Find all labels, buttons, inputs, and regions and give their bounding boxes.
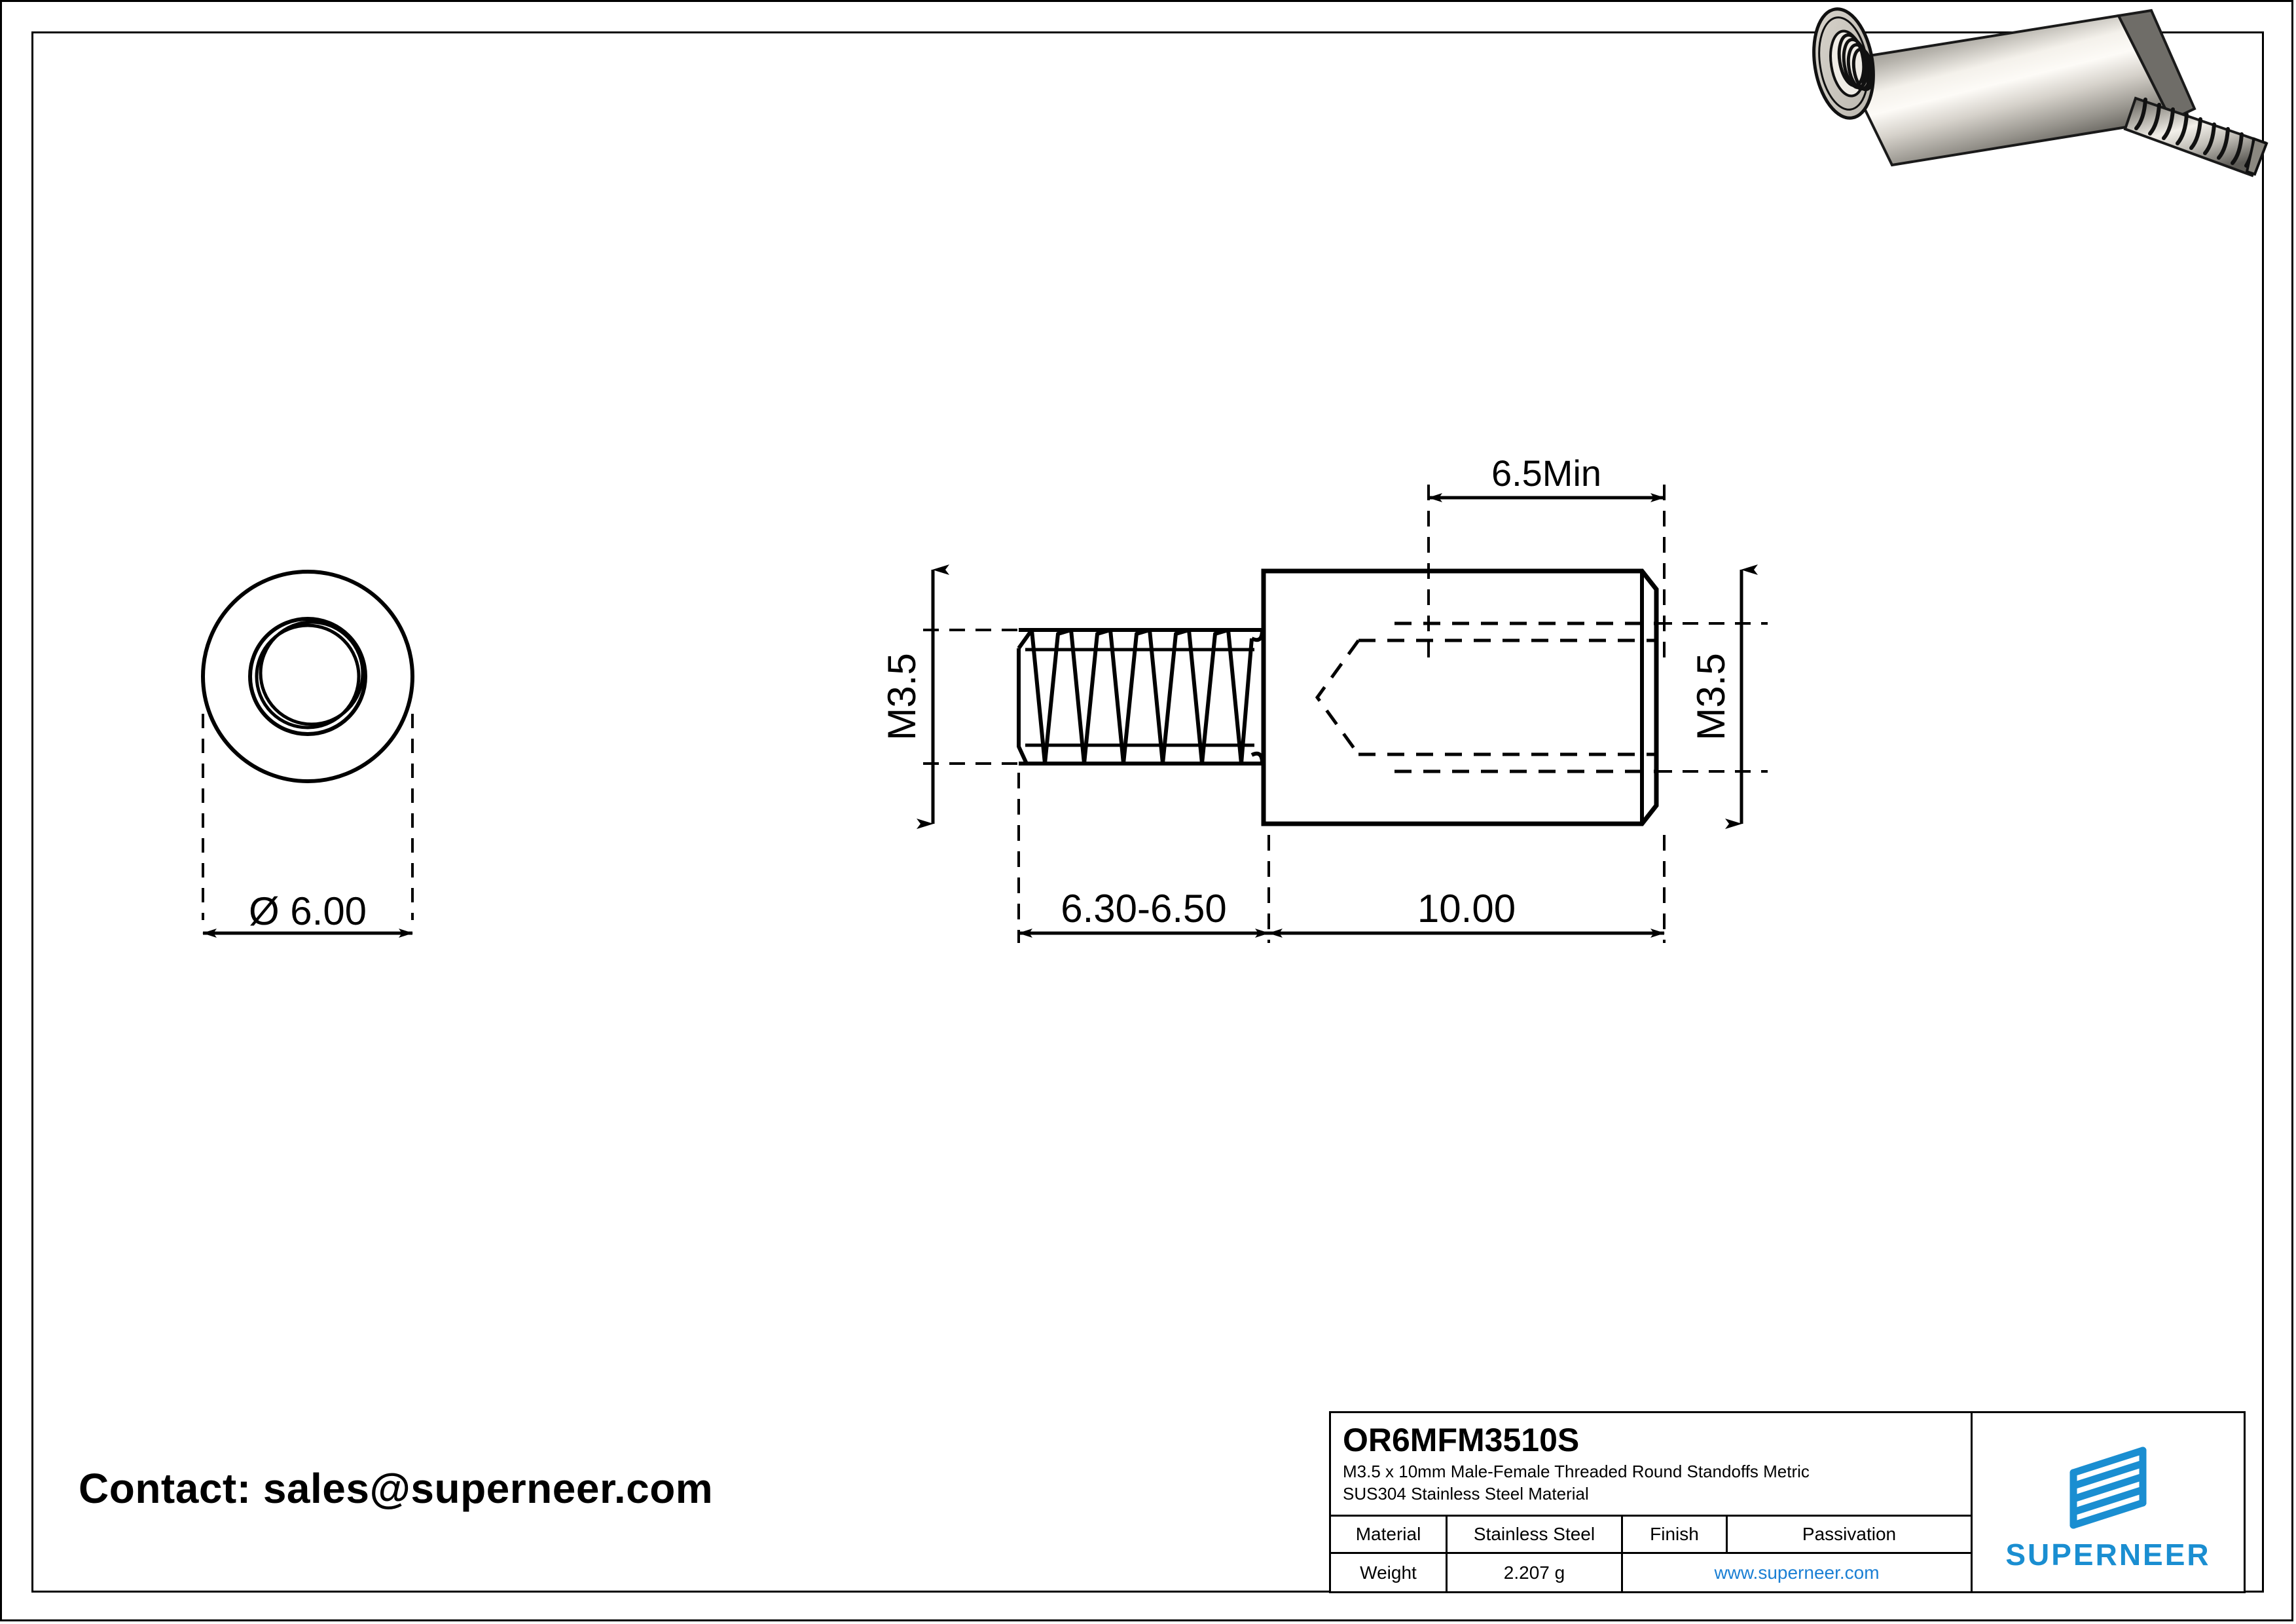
website-cell[interactable]: www.superneer.com <box>1623 1554 1971 1591</box>
weight-value: 2.207 g <box>1448 1554 1623 1591</box>
sheet-inner-border <box>31 31 2264 1593</box>
brand-name: SUPERNEER <box>2005 1537 2211 1572</box>
male-thread-length-label: 6.30-6.50 <box>1061 887 1227 931</box>
diameter-dimension-label: Ø 6.00 <box>249 889 367 933</box>
weight-label: Weight <box>1331 1554 1448 1591</box>
title-block-left: OR6MFM3510S M3.5 x 10mm Male-Female Thre… <box>1331 1413 1973 1591</box>
male-thread-callout-label: M3.5 <box>880 653 924 740</box>
female-depth-dimension-label: 6.5Min <box>1491 452 1601 494</box>
material-label: Material <box>1331 1517 1448 1553</box>
material-value: Stainless Steel <box>1448 1517 1623 1553</box>
end-face-circular-view-group: Ø 6.00 <box>201 570 414 938</box>
finish-value: Passivation <box>1802 1524 1897 1545</box>
isometric-render-group <box>1812 7 2269 177</box>
spec-row-weight: Weight 2.207 g www.superneer.com <box>1331 1554 1971 1591</box>
side-section-view-group: 6.5Min M3.5 M3.5 6.30-6.50 10.00 <box>880 452 1768 943</box>
spec-row-material: Material Stainless Steel Finish Passivat… <box>1331 1517 1971 1555</box>
title-block: OR6MFM3510S M3.5 x 10mm Male-Female Thre… <box>1329 1411 2246 1593</box>
body-length-label: 10.00 <box>1417 887 1516 931</box>
female-thread-callout-label: M3.5 <box>1689 653 1733 740</box>
finish-label: Finish <box>1623 1517 1728 1553</box>
superneer-logo-icon <box>2059 1435 2157 1536</box>
title-block-description: OR6MFM3510S M3.5 x 10mm Male-Female Thre… <box>1331 1413 1971 1517</box>
website-link[interactable]: www.superneer.com <box>1714 1562 1880 1583</box>
brand-logo-block: SUPERNEER <box>1973 1413 2244 1591</box>
part-number: OR6MFM3510S <box>1343 1422 1580 1458</box>
description-line-1: M3.5 x 10mm Male-Female Threaded Round S… <box>1343 1462 1810 1481</box>
contact-text: Contact: sales@superneer.com <box>79 1465 714 1512</box>
description-line-2: SUS304 Stainless Steel Material <box>1343 1484 1589 1504</box>
